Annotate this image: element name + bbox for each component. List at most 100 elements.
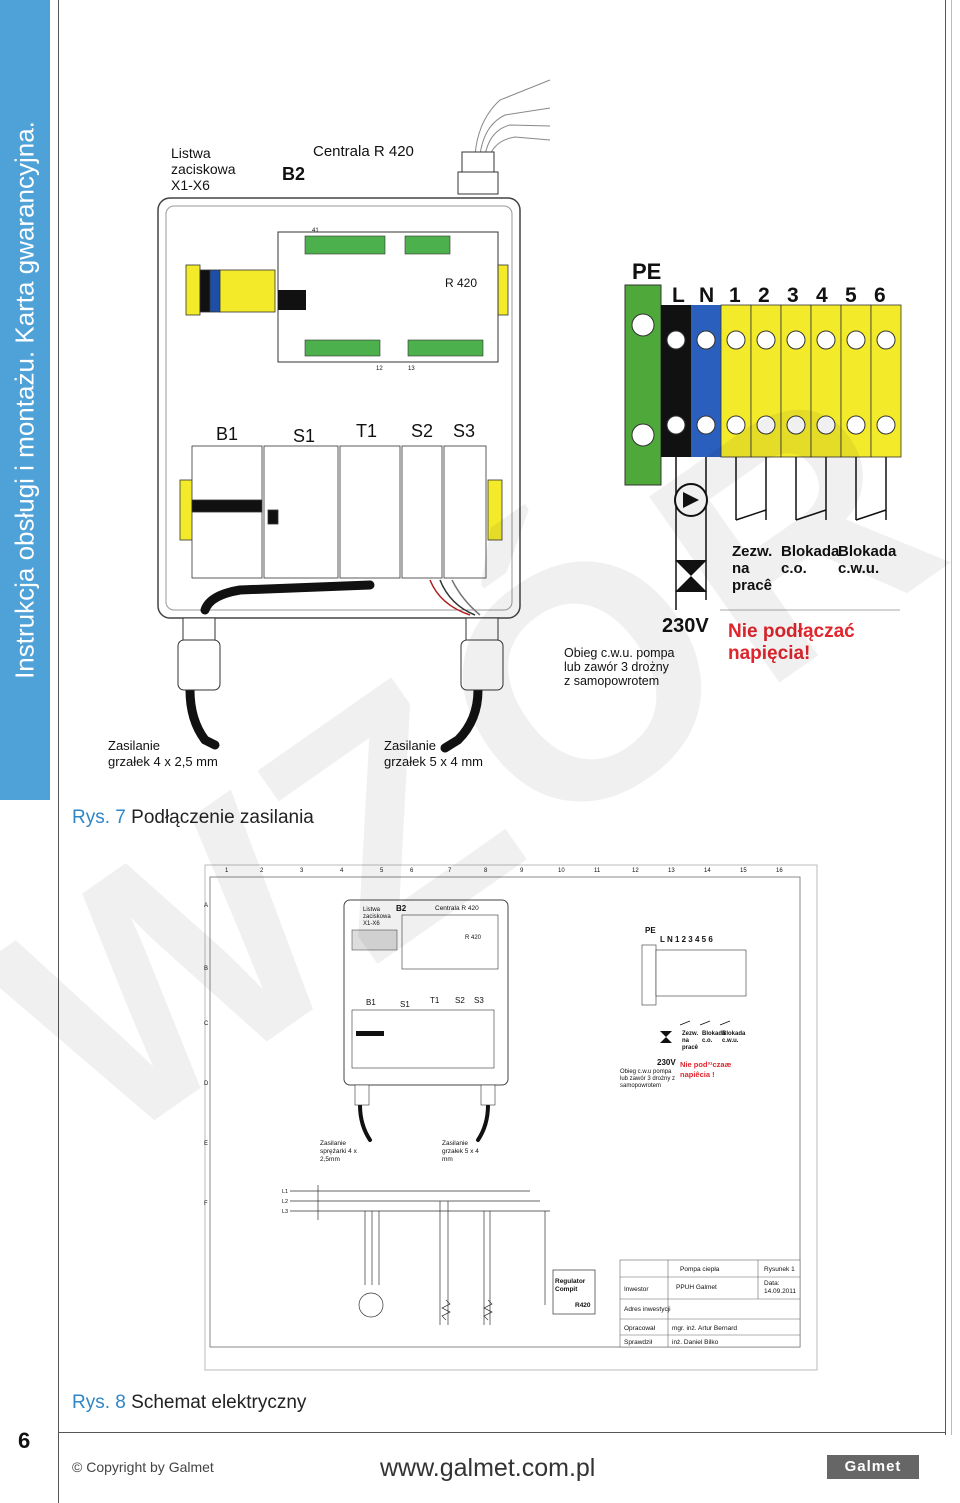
grid-row-a: A [204,903,208,909]
mini-blokada-co-2: c.o. [702,1038,713,1044]
tb-opracowal-label: Opracował [624,1325,656,1332]
breaker-s1: S1 [293,426,315,446]
blokada-cwu-line2: c.w.u. [838,560,879,577]
terminal-5: 5 [845,284,857,307]
regulator-1: Regulator [555,1278,586,1285]
mini-obieg-2: lub zawór 3 drożny z [620,1076,675,1082]
grid-col-15: 15 [740,868,747,874]
terminal-2: 2 [758,284,770,307]
listwa-line2: zaciskowa [171,161,236,177]
grid-col-10: 10 [558,868,565,874]
mini-zas1-1: Zasilanie [320,1140,346,1147]
phase-l1: L1 [282,1189,288,1195]
mini-zezw-1: Zezw. [682,1031,698,1037]
grid-col-16: 16 [776,868,783,874]
footer-website: www.galmet.com.pl [380,1454,596,1482]
grid-col-9: 9 [520,868,524,874]
zasilanie-2-line2: grzałek 5 x 4 mm [384,754,483,769]
figure-electrical-schematic: 1 2 3 4 5 6 7 8 9 10 11 12 13 14 15 16 A… [204,864,818,1371]
mini-warning-1: Nie pod³¹czaæ [680,1060,732,1069]
mini-zas2-2: grzałek 5 x 4 [442,1148,479,1155]
grid-row-e: E [204,1141,208,1147]
terminal-n: N [699,284,714,307]
grid-col-8: 8 [484,868,488,874]
page-frame-right-inner [951,0,952,1435]
mini-b2: B2 [396,904,407,913]
zasilanie-1-line2: grzałek 4 x 2,5 mm [108,754,218,769]
obieg-line1: Obieg c.w.u. pompa [564,646,675,660]
mini-blokada-cwu-2: c.w.u. [722,1038,739,1044]
tb-opracowal: mgr. inż. Artur Bernard [672,1325,737,1332]
listwa-line3: X1-X6 [171,177,210,193]
caption-fig7-number: Rys. 7 [72,807,126,828]
grid-col-11: 11 [594,868,601,874]
warning-line2: napięcia! [728,643,810,664]
zasilanie-1-line1: Zasilanie [108,738,160,753]
grid-col-14: 14 [704,868,711,874]
tb-adres-label: Adres inwestycji [624,1306,671,1313]
grid-col-3: 3 [300,868,304,874]
figure-power-connection: R 420 41 12 13 Listwa zaciskowa X1-X6 B2… [108,79,902,769]
breaker-s3: S3 [453,421,475,441]
terminal-6: 6 [874,284,886,307]
terminal-4: 4 [816,284,828,307]
mini-centrala: Centrala R 420 [435,905,479,912]
footer-copyright: © Copyright by Galmet [72,1459,214,1475]
regulator-3: R420 [575,1302,591,1309]
mini-pe: PE [645,926,656,935]
terminal-label-12: 12 [376,366,383,372]
footer-divider [58,1432,946,1433]
grid-col-4: 4 [340,868,344,874]
page-frame-right [945,0,946,1435]
obieg-line3: z samopowrotem [564,674,659,688]
grid-row-b: B [204,966,208,972]
caption-fig8-text: Schemat elektryczny [131,1392,307,1413]
zezw-line2: na [732,560,750,577]
phase-l2: L2 [282,1199,288,1205]
sidebar-band: Instrukcja obsługi i montażu. Karta gwar… [0,0,50,800]
phase-l3: L3 [282,1209,288,1215]
mini-t1: T1 [430,996,440,1005]
terminal-l: L [672,284,685,307]
mini-listwa-2: zaciskowa [363,914,391,920]
grid-col-7: 7 [448,868,452,874]
mini-r420: R 420 [465,935,482,941]
obieg-line2: lub zawór 3 drożny [564,660,670,674]
zezw-line1: Zezw. [732,543,772,560]
mini-zas1-3: 2,5mm [320,1156,340,1163]
blokada-cwu-line1: Blokada [838,543,897,560]
page-frame-left [58,0,59,1503]
grid-col-2: 2 [260,868,264,874]
grid-row-f: F [204,1201,208,1207]
grid-col-12: 12 [632,868,639,874]
mini-obieg-1: Obieg c.w.u pompa [620,1069,672,1075]
tb-data-label: Data: [764,1280,780,1287]
terminal-1: 1 [729,284,741,307]
zezw-line3: pracê [732,577,772,594]
centrala-label: Centrala R 420 [313,143,414,160]
mini-blokada-cwu-1: Blokada [722,1031,746,1037]
page-number: 6 [18,1428,31,1453]
galmet-logo: Galmet [827,1455,919,1479]
tb-rysunek: Rysunek 1 [764,1266,795,1273]
grid-col-13: 13 [668,868,675,874]
grid-col-6: 6 [410,868,414,874]
breaker-t1: T1 [356,421,377,441]
terminal-3: 3 [787,284,799,307]
breaker-b1: B1 [216,424,238,444]
mini-blokada-co-1: Blokada [702,1031,726,1037]
mini-s2: S2 [455,996,465,1005]
voltage-230v: 230V [662,615,709,637]
caption-fig8-number: Rys. 8 [72,1392,126,1413]
mini-b1: B1 [366,998,376,1007]
listwa-line1: Listwa [171,145,211,161]
mini-zas2-3: mm [442,1156,453,1163]
mini-s1: S1 [400,1000,410,1009]
mini-zezw-3: pracê [682,1045,699,1051]
mini-zas2-1: Zasilanie [442,1140,468,1147]
caption-fig7-text: Podłączenie zasilania [131,807,314,828]
mini-s3: S3 [474,996,484,1005]
mini-terminals: L N 1 2 3 4 5 6 [660,935,713,944]
tb-data: 14.09.2011 [764,1288,796,1295]
mini-230v: 230V [657,1058,676,1067]
